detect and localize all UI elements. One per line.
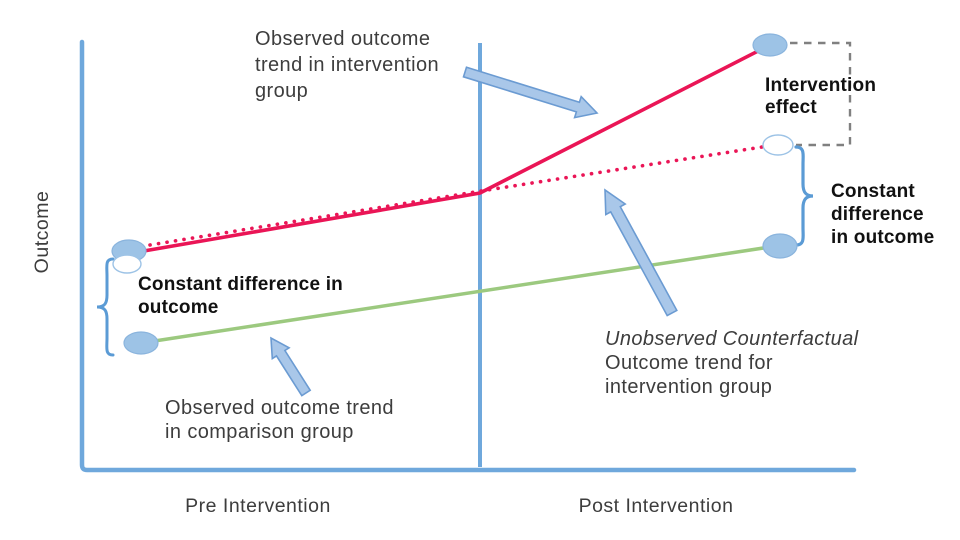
comparison-post-marker [762, 233, 798, 259]
intervention-effect-bracket [790, 41, 852, 147]
svg-text:in outcome: in outcome [831, 227, 934, 248]
counterfactual-post-marker [762, 134, 794, 156]
svg-text:Observed outcome trend: Observed outcome trend [165, 397, 394, 419]
svg-text:Outcome trend for: Outcome trend for [605, 352, 773, 374]
intervention-effect-label: Intervention effect [765, 75, 876, 118]
svg-text:difference: difference [831, 204, 924, 225]
svg-text:group: group [255, 80, 308, 102]
constant-difference-left-label: Constant difference in outcome [138, 274, 343, 318]
counterfactual-pre-marker [112, 254, 142, 274]
counterfactual-trend-line [148, 145, 764, 247]
constant-difference-left-brace [96, 257, 115, 357]
intervention-trend-label: Observed outcome trend in intervention g… [255, 28, 439, 102]
svg-text:outcome: outcome [138, 297, 219, 318]
axes-lines [79, 39, 857, 473]
x-axis-label-post: Post Intervention [579, 495, 734, 517]
intervention-trend-arrow [462, 66, 599, 119]
intervention-post-marker [752, 33, 788, 57]
constant-difference-right-brace [794, 145, 814, 247]
svg-text:Observed outcome: Observed outcome [255, 28, 430, 50]
svg-text:Constant: Constant [831, 181, 915, 202]
svg-text:Intervention: Intervention [765, 75, 876, 96]
comparison-pre-marker [123, 331, 159, 355]
counterfactual-arrow [604, 188, 678, 317]
comparison-trend-label: Observed outcome trend in comparison gro… [165, 397, 394, 443]
comparison-trend-arrow [270, 336, 312, 397]
svg-text:effect: effect [765, 97, 817, 118]
x-axis-label-pre: Pre Intervention [185, 495, 331, 517]
y-axis-label: Outcome [31, 191, 53, 274]
comparison-trend-line [146, 245, 772, 344]
intervention-trend-line [136, 45, 768, 254]
counterfactual-label: Unobserved Counterfactual Outcome trend … [605, 328, 859, 398]
svg-text:in comparison group: in comparison group [165, 421, 354, 443]
constant-difference-right-label: Constant difference in outcome [831, 181, 934, 248]
svg-text:trend in intervention: trend in intervention [255, 54, 439, 76]
svg-text:Constant difference in: Constant difference in [138, 274, 343, 295]
svg-text:intervention group: intervention group [605, 376, 772, 398]
svg-text:Unobserved Counterfactual: Unobserved Counterfactual [605, 328, 859, 350]
